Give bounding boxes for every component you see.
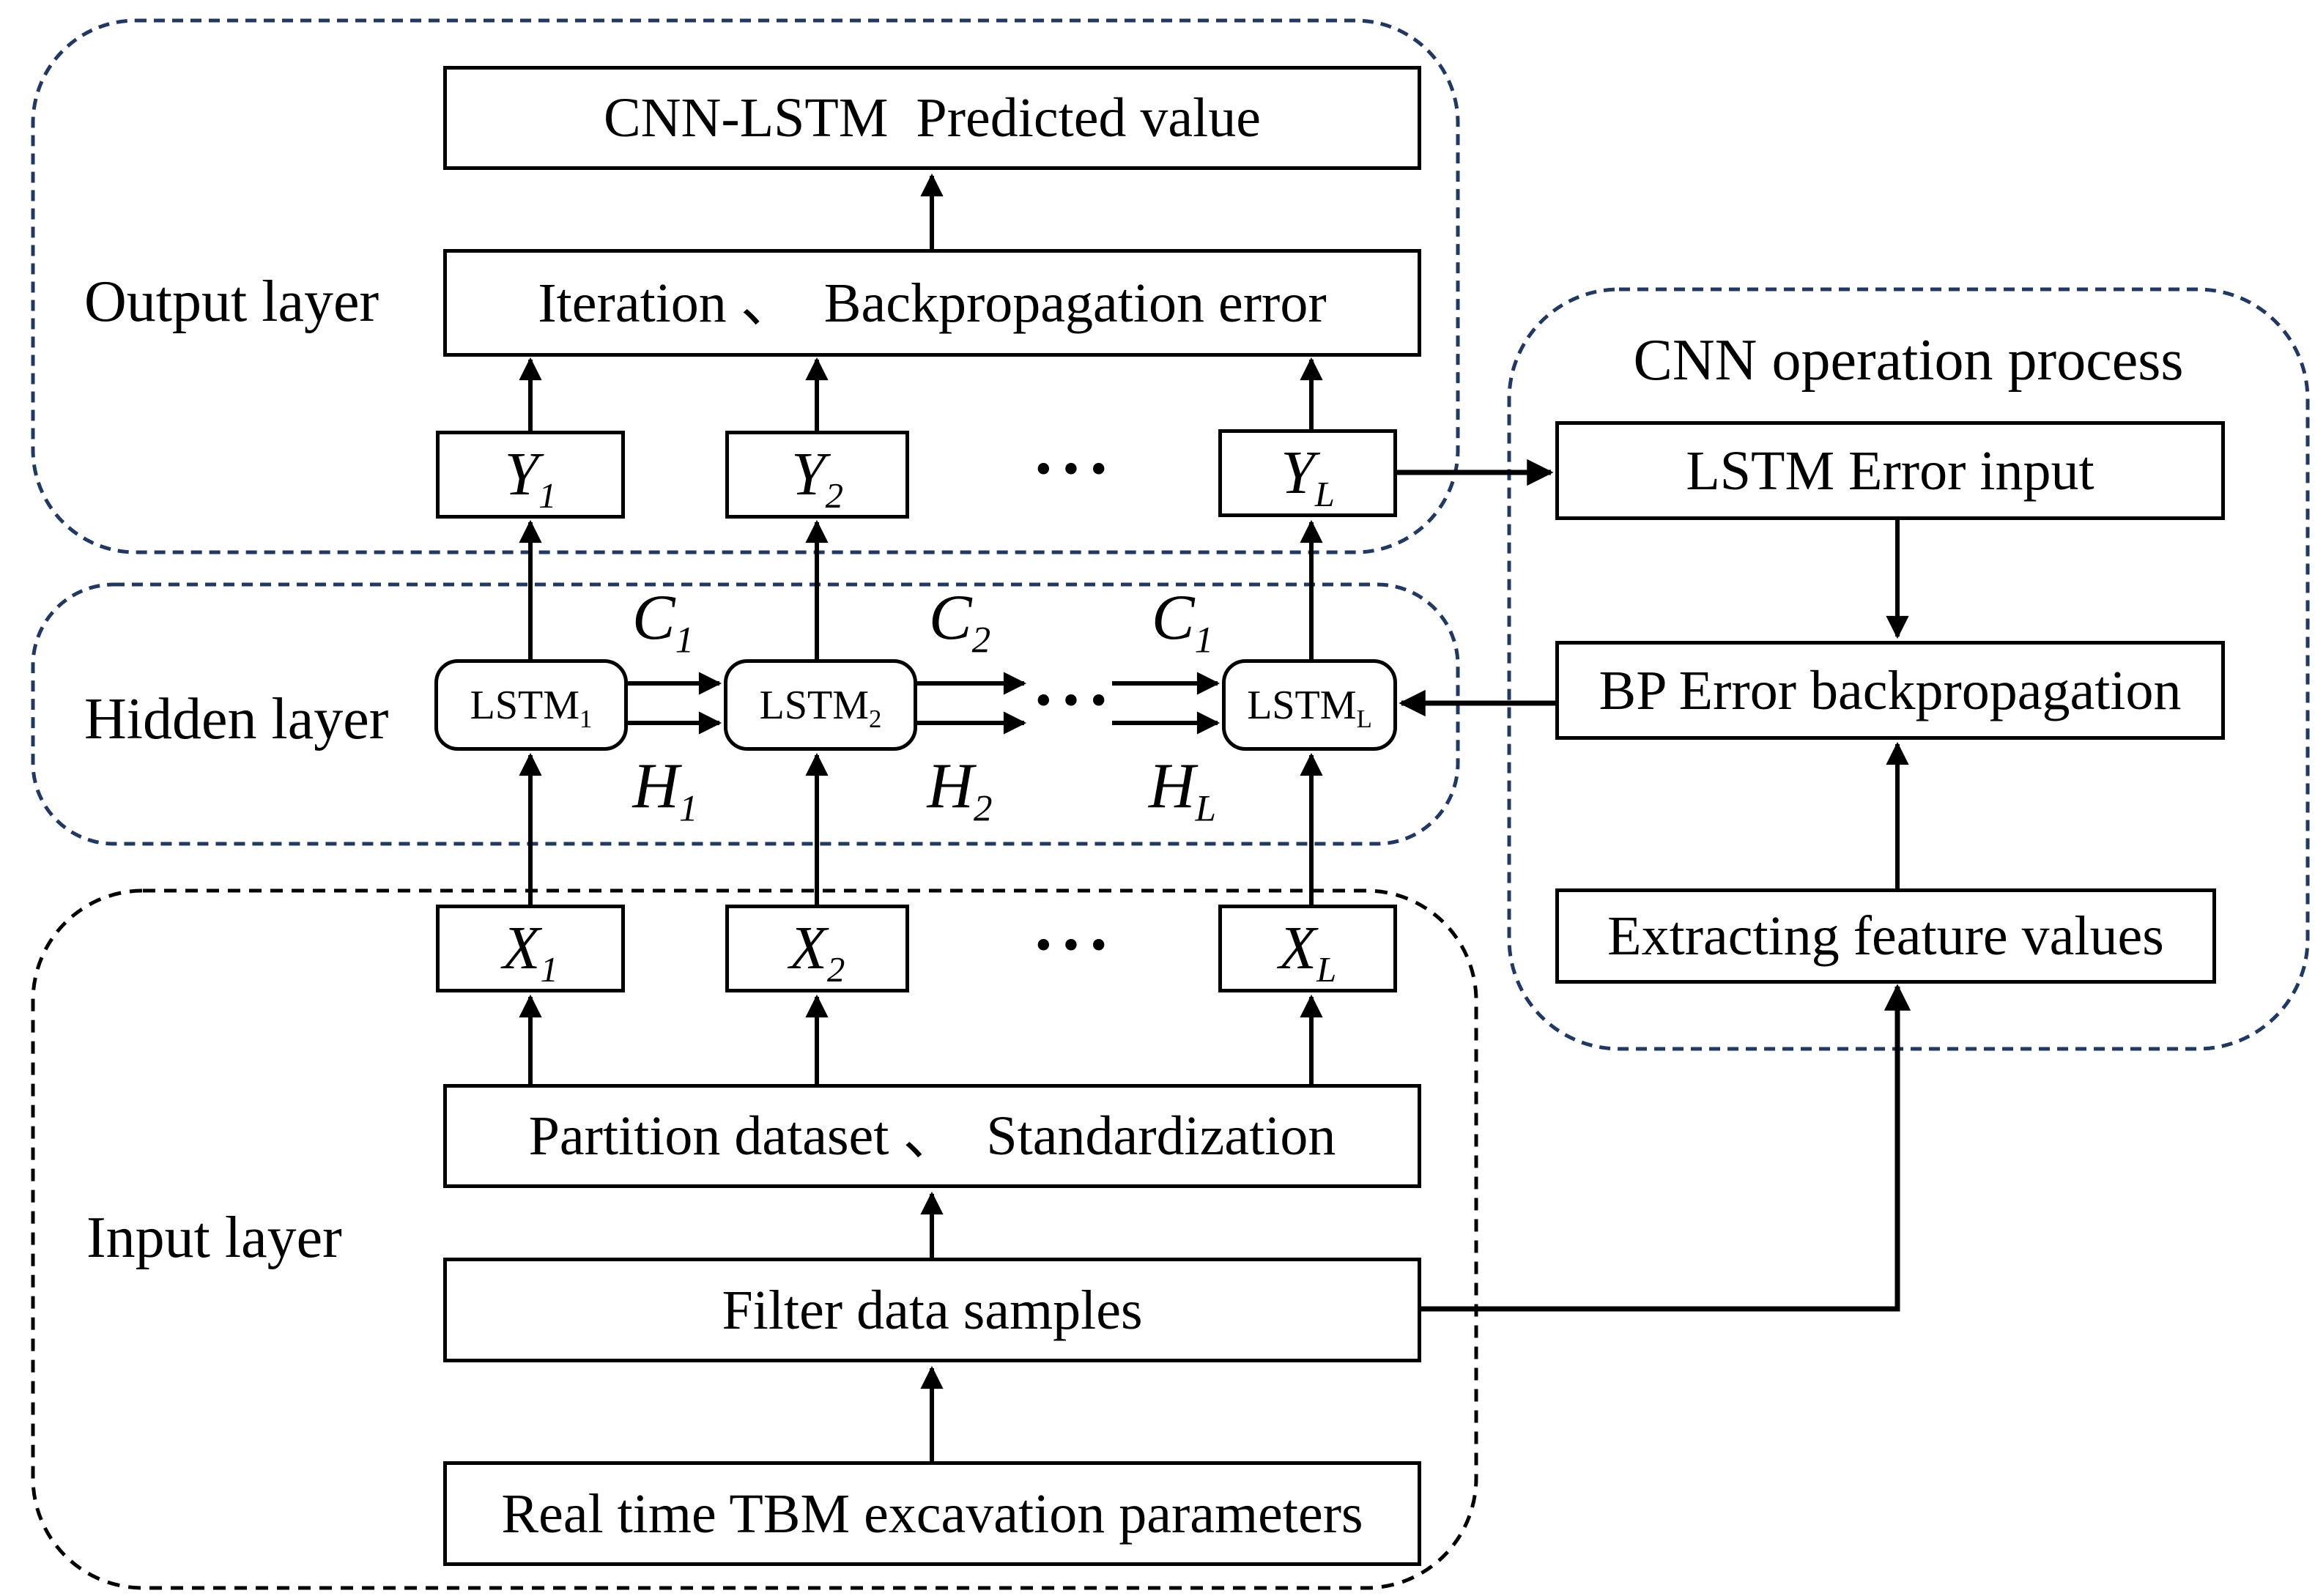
arrow-filter-to-extract-elbow [1420,984,1911,1312]
node-y2-box: Y2 [725,431,909,519]
node-xl-box: XL [1218,905,1397,992]
node-x2-box: X2 [725,905,909,992]
extract-features-box: Extracting feature values [1555,888,2216,984]
predicted-value-box: CNN-LSTM Predicted value [443,66,1421,170]
node-lstm2-label: LSTM2 [759,682,882,733]
node-lstm1-box: LSTM1 [434,659,628,751]
ellipsis-x-row: ··· [1031,905,1115,984]
node-y1-box: Y1 [436,431,625,519]
node-xl-label: XL [1278,914,1337,990]
state-cl-label: C1 [1151,582,1214,661]
state-h1-label: H1 [632,751,698,830]
partition-standardization-box: Partition dataset 、 Standardization [443,1084,1421,1188]
predicted-value-label: CNN-LSTM Predicted value [603,87,1262,149]
partition-standardization-label: Partition dataset 、 Standardization [528,1105,1336,1167]
state-hl-label: HL [1149,751,1216,830]
input-layer-boundary [31,888,1478,1590]
node-yl-box: YL [1218,429,1397,517]
output-layer-boundary [31,18,1460,554]
bp-error-backprop-label: BP Error backpropagation [1599,659,2182,721]
realtime-parameters-box: Real time TBM excavation parameters [443,1461,1421,1566]
lstm-error-input-box: LSTM Error input [1555,421,2225,520]
node-lstml-box: LSTML [1222,659,1397,751]
node-x2-label: X2 [789,914,845,990]
node-lstml-label: LSTML [1247,682,1372,733]
node-lstm2-box: LSTM2 [724,659,917,751]
lstm-error-input-label: LSTM Error input [1686,439,2094,502]
extract-features-label: Extracting feature values [1607,905,2164,967]
hidden-layer-boundary [31,582,1460,846]
node-x1-box: X1 [436,905,625,992]
state-c2-label: C2 [928,582,991,661]
ellipsis-y-row: ··· [1031,429,1115,508]
iteration-backprop-label: Iteration 、 Backpropagation error [538,272,1327,334]
node-y2-label: Y2 [790,440,844,516]
node-lstm1-label: LSTM1 [470,682,593,733]
node-y1-label: Y1 [504,440,557,516]
node-yl-label: YL [1281,439,1335,514]
ellipsis-lstm-row: ··· [1031,661,1115,739]
iteration-backprop-box: Iteration 、 Backpropagation error [443,249,1421,357]
state-c1-label: C1 [631,582,694,661]
input-layer-label: Input layer [86,1206,342,1270]
output-layer-label: Output layer [84,270,379,334]
bp-error-backprop-box: BP Error backpropagation [1555,641,2225,740]
cnn-process-title: CNN operation process [1633,328,2184,393]
filter-samples-box: Filter data samples [443,1258,1421,1362]
realtime-parameters-label: Real time TBM excavation parameters [501,1482,1363,1545]
node-x1-label: X1 [503,914,558,990]
hidden-layer-label: Hidden layer [84,687,389,751]
state-h2-label: H2 [927,751,993,830]
filter-samples-label: Filter data samples [722,1279,1143,1341]
